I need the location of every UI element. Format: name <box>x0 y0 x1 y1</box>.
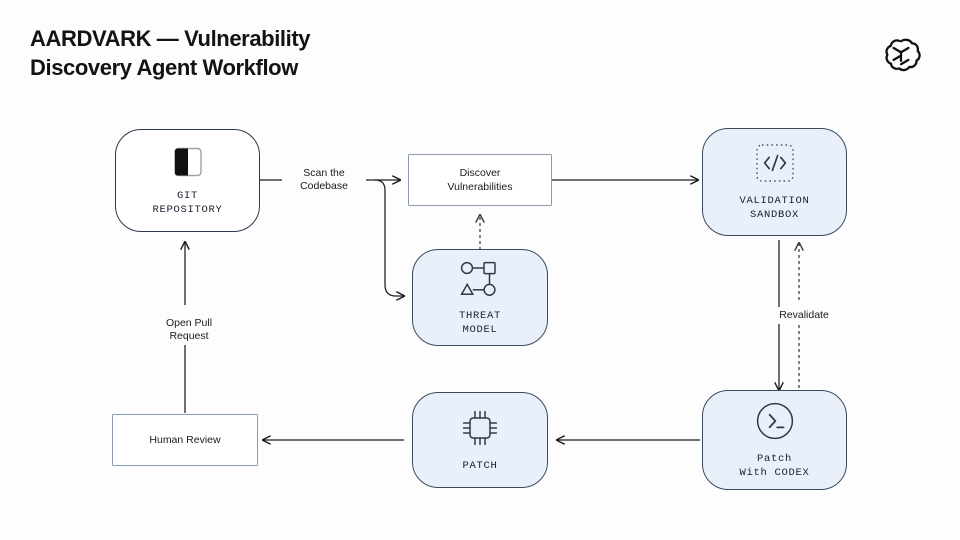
node-label-discover-vulnerabilities: Discover Vulnerabilities <box>447 167 513 193</box>
openai-logo-icon <box>880 33 922 75</box>
node-label-human-review: Human Review <box>149 434 221 446</box>
node-label-patch-with-codex: Patch With CODEX <box>739 453 810 479</box>
threat-graph-icon <box>458 259 502 299</box>
node-patch-with-codex[interactable]: Patch With CODEX <box>702 390 847 490</box>
edge-label-open-pull-request: Open Pull Request <box>145 315 233 345</box>
code-brackets-icon <box>754 142 796 184</box>
node-patch[interactable]: PATCH <box>412 392 548 488</box>
node-label-validation-sandbox: VALIDATION SANDBOX <box>739 195 810 221</box>
node-label-threat-model: THREAT MODEL <box>458 309 501 336</box>
node-threat-model[interactable]: THREAT MODEL <box>412 249 548 346</box>
terminal-prompt-icon <box>754 400 796 442</box>
cpu-chip-icon <box>459 407 501 449</box>
node-discover-vulnerabilities[interactable]: Discover Vulnerabilities <box>408 154 552 206</box>
node-label-patch: PATCH <box>462 460 498 472</box>
node-human-review[interactable]: Human Review <box>112 414 258 466</box>
edge-scan-to-threat-model <box>374 179 404 296</box>
node-label-git-repository: GIT REPOSITORY <box>152 189 223 216</box>
page-title: AARDVARK — Vulnerability Discovery Agent… <box>30 26 311 80</box>
edge-label-scan-the-codebase: Scan the Codebase <box>282 165 366 195</box>
repository-book-icon <box>171 145 205 179</box>
edge-label-revalidate: Revalidate <box>761 307 847 324</box>
node-git-repository[interactable]: GIT REPOSITORY <box>115 129 260 232</box>
node-validation-sandbox[interactable]: VALIDATION SANDBOX <box>702 128 847 236</box>
